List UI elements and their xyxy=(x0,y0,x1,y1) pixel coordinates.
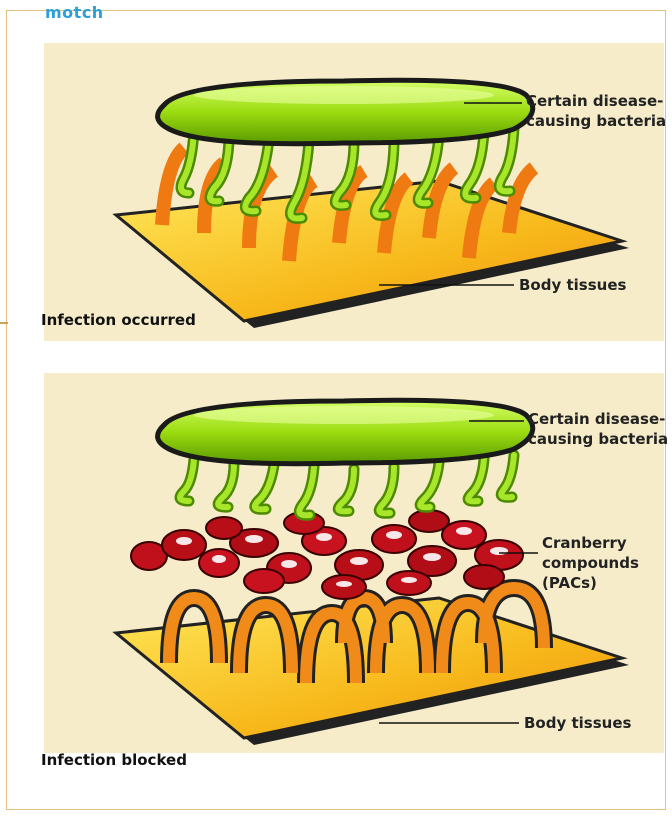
pac-label-line2: compounds xyxy=(542,553,639,573)
cranberry-pac-cluster xyxy=(131,510,523,599)
caption-infection-occurred: Infection occurred xyxy=(41,311,196,329)
panel-infection-blocked: Certain disease- causing bacteria Cranbe… xyxy=(44,373,664,753)
tissue-label: Body tissues xyxy=(519,275,626,295)
infection-occurred-illustration xyxy=(44,43,664,341)
tissue-label-2: Body tissues xyxy=(524,713,631,733)
cropped-heading: motch xyxy=(45,3,104,22)
panel-infection-occurred: Certain disease- causing bacteria Body t… xyxy=(44,43,664,341)
bacteria-label-line2: causing bacteria xyxy=(526,111,666,131)
pac-label-line3: (PACs) xyxy=(542,573,639,593)
margin-tab xyxy=(0,322,8,324)
bacteria-label-2-line2: causing bacteria xyxy=(528,429,668,449)
bacteria-label: Certain disease- causing bacteria xyxy=(526,91,666,131)
pac-label: Cranberry compounds (PACs) xyxy=(542,533,639,593)
pac-label-line1: Cranberry xyxy=(542,533,639,553)
bacteria-label-2-line1: Certain disease- xyxy=(528,409,668,429)
caption-infection-blocked: Infection blocked xyxy=(41,751,187,769)
bacteria-label-line1: Certain disease- xyxy=(526,91,666,111)
figure-frame: motch xyxy=(6,10,666,810)
bacteria-label-2: Certain disease- causing bacteria xyxy=(528,409,668,449)
